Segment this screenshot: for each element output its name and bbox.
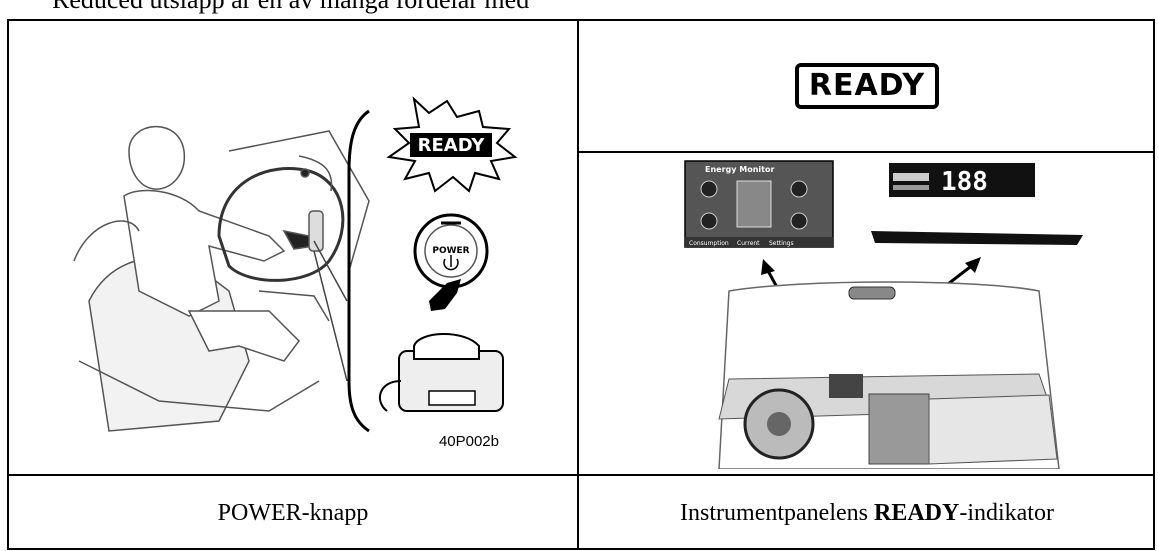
caption-right-text: Instrumentpanelens [680, 500, 874, 527]
energy-tab-3: Settings [769, 240, 794, 247]
power-button-label: POWER [432, 246, 469, 256]
energy-tab-2: Current [737, 240, 760, 247]
figure-table: READY POWER 40P002b READY Energy Monitor [7, 19, 1155, 550]
caption-left-text: POWER-knapp [218, 500, 369, 527]
energy-monitor-title: Energy Monitor [705, 165, 774, 174]
right-cell-divider [579, 151, 1155, 153]
caption-ready-indicator: Instrumentpanelens READY-indikator [579, 476, 1155, 550]
ready-indicator: READY [795, 63, 939, 109]
cut-off-header-text: Reduced utsläpp är en av många fördelar … [52, 0, 529, 14]
power-button-illustration: READY POWER 40P002b [69, 61, 539, 461]
caption-right-suffix: -indikator [959, 500, 1054, 527]
figure-code: 40P002b [439, 433, 499, 450]
speed-value: 188 [941, 167, 988, 197]
energy-tab-1: Consumption [689, 240, 729, 247]
caption-right-bold: READY [874, 500, 959, 527]
ready-burst-label: READY [418, 135, 486, 156]
caption-power-button: POWER-knapp [9, 476, 577, 550]
ready-indicator-cell: READY [579, 21, 1155, 151]
dashboard-illustration: Energy Monitor Consumption Current Setti… [679, 159, 1099, 469]
